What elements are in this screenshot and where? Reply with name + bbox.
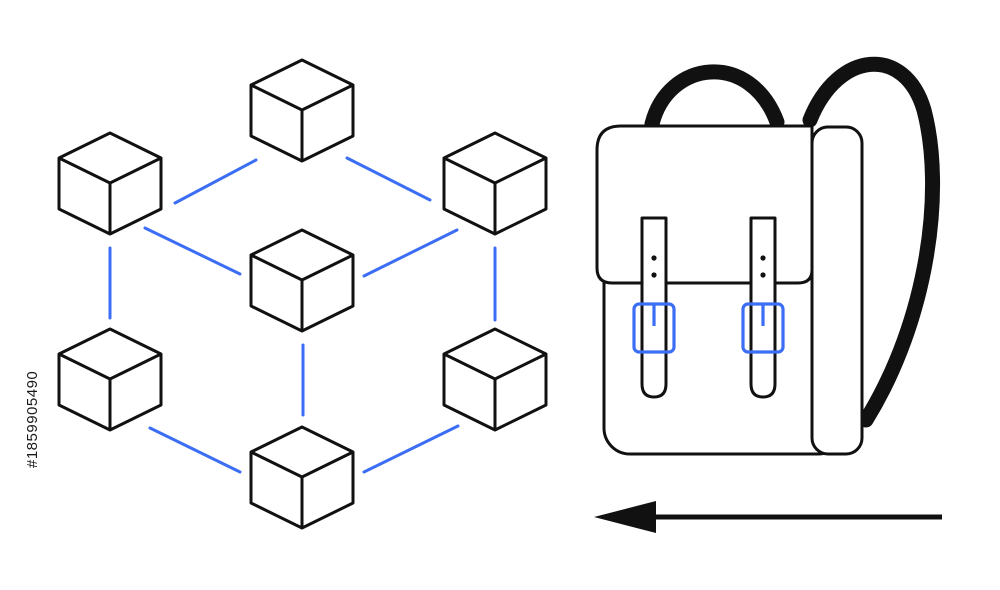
cube-node-icon bbox=[57, 131, 163, 236]
strap-holes bbox=[651, 255, 766, 278]
arrow-left-icon bbox=[594, 501, 942, 533]
backpack-side-pocket bbox=[810, 125, 864, 456]
backpack-strap-left bbox=[644, 64, 785, 132]
cube-node-icon bbox=[442, 327, 548, 432]
cube-node-icon bbox=[249, 425, 355, 530]
cube-node-icon bbox=[442, 131, 548, 236]
cube-nodes bbox=[57, 58, 548, 530]
cube-node-icon bbox=[249, 228, 355, 333]
stock-id-text: #1859905490 bbox=[24, 370, 41, 468]
cube-node-icon bbox=[249, 58, 355, 163]
backpack-strap-right bbox=[802, 56, 941, 428]
buckles bbox=[632, 302, 785, 354]
backpack-flap bbox=[595, 124, 814, 285]
cube-node-icon bbox=[57, 327, 163, 432]
network-connections bbox=[108, 156, 497, 474]
